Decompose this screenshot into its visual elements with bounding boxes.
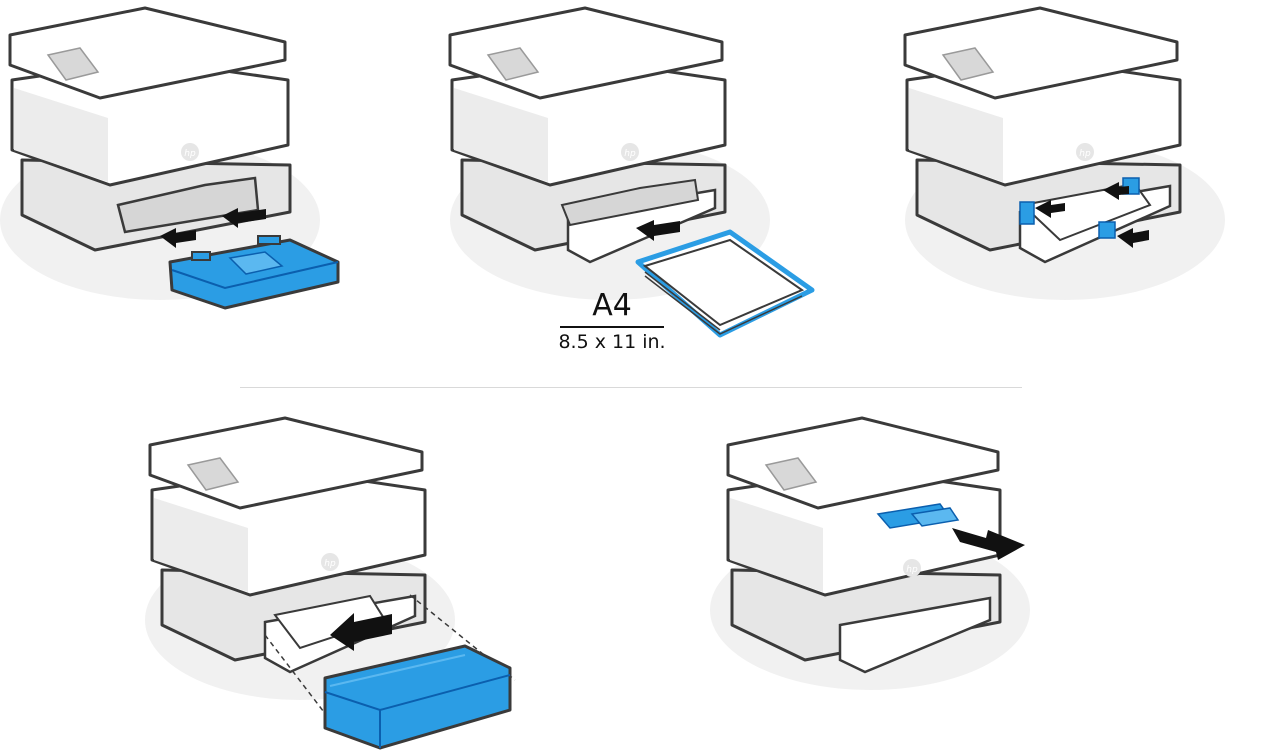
paper-size-letter: 8.5 x 11 in.: [558, 330, 666, 354]
paper-size-a4: A4: [558, 288, 666, 326]
svg-text:hp: hp: [324, 559, 336, 569]
hp-logo-icon: hp: [621, 143, 639, 161]
svg-text:hp: hp: [184, 149, 196, 159]
svg-text:hp: hp: [624, 149, 636, 159]
hp-logo-icon: hp: [181, 143, 199, 161]
step-1-printer-illustration: hp: [0, 0, 340, 330]
paper-size-divider: [560, 326, 664, 328]
step-3-printer-illustration: hp: [895, 0, 1264, 300]
paper-guide-left: [1020, 202, 1034, 224]
hp-logo-icon: hp: [903, 559, 921, 577]
svg-text:hp: hp: [906, 565, 918, 575]
paper-guide-front: [1099, 222, 1115, 238]
paper-size-label: A4 8.5 x 11 in.: [558, 288, 666, 354]
section-divider: [240, 387, 1022, 388]
step-4-printer-illustration: hp: [140, 410, 540, 751]
hp-logo-icon: hp: [321, 553, 339, 571]
step-5-printer-illustration: hp: [700, 410, 1100, 710]
svg-text:hp: hp: [1079, 149, 1091, 159]
hp-logo-icon: hp: [1076, 143, 1094, 161]
